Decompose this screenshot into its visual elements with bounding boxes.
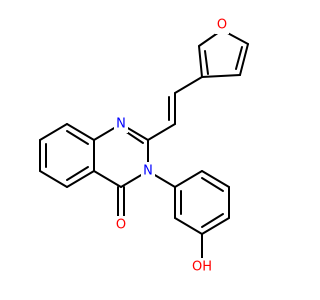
- bond: [174, 217, 203, 235]
- bond: [39, 123, 68, 141]
- atom-o-furan: O: [215, 16, 229, 34]
- bond: [66, 166, 89, 181]
- bond: [174, 76, 203, 94]
- atom-labels: N N O O OH: [114, 16, 229, 276]
- bond: [66, 130, 89, 145]
- atom-o-carbonyl: O: [114, 216, 128, 234]
- label-background: [191, 258, 213, 276]
- bond: [201, 177, 224, 192]
- label-background: [215, 16, 229, 34]
- bond: [201, 74, 241, 78]
- bond: [93, 170, 122, 188]
- bond: [66, 123, 95, 141]
- molecule-canvas: N N O O OH: [39, 16, 249, 276]
- label-background: [141, 162, 155, 180]
- atom-label: N: [116, 117, 126, 132]
- bond: [239, 43, 249, 76]
- atom-n1: N: [114, 115, 128, 133]
- bond: [147, 123, 176, 141]
- molecule-structure: N N O O OH: [39, 16, 249, 276]
- atom-label: OH: [192, 260, 212, 275]
- bond: [174, 170, 203, 188]
- label-background: [114, 115, 128, 133]
- bond: [201, 170, 230, 188]
- bond: [198, 45, 203, 78]
- atom-label: O: [217, 18, 227, 33]
- atom-label: O: [116, 218, 126, 233]
- bond: [201, 213, 224, 228]
- bonds: [39, 29, 249, 261]
- bond: [39, 170, 68, 188]
- bond: [204, 50, 209, 75]
- atom-n3: N: [141, 162, 155, 180]
- label-background: [114, 216, 128, 234]
- atom-oh: OH: [191, 258, 213, 276]
- bond: [201, 217, 230, 235]
- bond: [66, 170, 95, 188]
- atom-label: N: [143, 164, 153, 179]
- bond: [235, 46, 243, 70]
